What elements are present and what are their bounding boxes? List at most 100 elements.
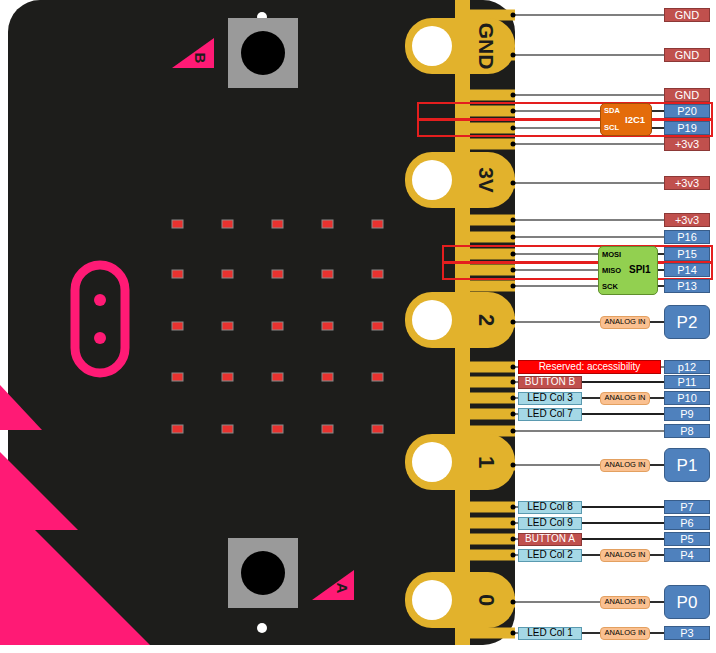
pin-text: I2C1 <box>625 115 645 125</box>
highlight-frame <box>443 263 712 279</box>
led <box>172 322 183 330</box>
led <box>222 425 233 433</box>
led-column-tag: LED Col 3 <box>518 392 582 405</box>
pin-text: LED Col 1 <box>527 628 573 638</box>
led <box>222 220 233 228</box>
button-a <box>228 538 298 608</box>
wire-dot <box>511 235 516 240</box>
pad-label: 0 <box>475 594 497 606</box>
pin-connector <box>650 397 664 398</box>
pin-connector <box>582 554 600 555</box>
led <box>322 270 333 278</box>
button-cap <box>241 551 285 595</box>
pin-text: SCK <box>602 283 618 291</box>
led-column-tag: LED Col 7 <box>518 408 582 421</box>
pin-connector <box>650 321 664 322</box>
logo-dot <box>94 332 106 344</box>
pin-label: P3 <box>664 626 710 640</box>
pad <box>405 18 515 74</box>
pin-label: P14 <box>664 263 710 277</box>
analog-tag: ANALOG IN <box>600 627 650 640</box>
corner-stripe <box>0 385 42 430</box>
pin-connector <box>582 381 664 382</box>
mount-hole <box>257 623 267 633</box>
wire-dot <box>511 142 516 147</box>
connector-finger <box>466 215 515 226</box>
pin-text: LED Col 9 <box>527 518 573 528</box>
pin-label: P20 <box>664 104 710 118</box>
led <box>272 373 283 381</box>
spi-box: MOSIMISOSPI1SCK <box>598 246 658 295</box>
connector-finger <box>466 281 515 292</box>
wire-dot <box>511 631 516 636</box>
pin-text: P9 <box>680 409 693 420</box>
wire-dot <box>511 365 516 370</box>
pin-text: P20 <box>677 106 697 117</box>
pin-connector <box>582 506 664 507</box>
connector-finger <box>466 106 515 117</box>
pin-text: P2 <box>677 314 698 331</box>
pin-wire <box>513 182 664 183</box>
pin-connector <box>582 632 600 633</box>
pin-label: P19 <box>664 121 710 135</box>
connector-finger <box>466 90 515 101</box>
connector-finger <box>466 534 515 545</box>
led <box>172 425 183 433</box>
pin-label: P7 <box>664 500 710 514</box>
pin-label: P11 <box>664 375 710 389</box>
wire-dot <box>511 320 516 325</box>
wire-dot <box>511 537 516 542</box>
pin-label: P15 <box>664 247 710 261</box>
led <box>272 220 283 228</box>
connector-finger <box>466 249 515 260</box>
wire-dot <box>511 252 516 257</box>
pin-label: P10 <box>664 391 710 405</box>
highlight-frames <box>418 103 712 279</box>
wire-dot <box>511 429 516 434</box>
pin-text: +3v3 <box>675 178 699 189</box>
pin-text: GND <box>675 90 699 101</box>
pin-wire <box>513 236 664 237</box>
power-pin-label: GND <box>664 8 710 22</box>
pin-connector <box>650 554 664 555</box>
wire-dot <box>511 600 516 605</box>
led-column-tag: LED Col 8 <box>518 501 582 514</box>
pin-connector <box>582 397 600 398</box>
wire-dot <box>511 284 516 289</box>
led-matrix <box>172 220 383 433</box>
pin-connector <box>582 538 664 539</box>
pin-text: P1 <box>677 457 698 474</box>
button-tag: BUTTON A <box>518 533 582 546</box>
led <box>272 425 283 433</box>
pin-label: p12 <box>664 360 710 374</box>
power-pin-label: +3v3 <box>664 137 710 151</box>
pin-wire <box>513 143 664 144</box>
led <box>372 425 383 433</box>
led <box>322 322 333 330</box>
connector-finger <box>466 393 515 404</box>
led <box>372 220 383 228</box>
led-column-tag: LED Col 1 <box>518 627 582 640</box>
pin-connector <box>652 110 664 111</box>
edge-connector-pads <box>405 18 515 628</box>
pad <box>405 434 515 490</box>
pin-label: P13 <box>664 279 710 293</box>
wire-dot <box>511 380 516 385</box>
connector-finger <box>466 502 515 513</box>
pin-text: P8 <box>680 426 693 437</box>
pin-text: P0 <box>677 594 698 611</box>
pin-text: GND <box>675 50 699 61</box>
pad <box>405 292 515 348</box>
analog-tag: ANALOG IN <box>600 316 650 329</box>
pin-text: +3v3 <box>675 139 699 150</box>
wire-dot <box>511 412 516 417</box>
button-b-marker <box>172 38 214 68</box>
pad-pin-label: P0 <box>664 585 710 619</box>
pin-wire <box>513 430 664 431</box>
pad-label: 3V <box>476 167 497 193</box>
pin-label: P6 <box>664 516 710 530</box>
highlight-frame <box>418 120 712 136</box>
wire-dot <box>511 181 516 186</box>
highlight-frame <box>418 103 712 119</box>
